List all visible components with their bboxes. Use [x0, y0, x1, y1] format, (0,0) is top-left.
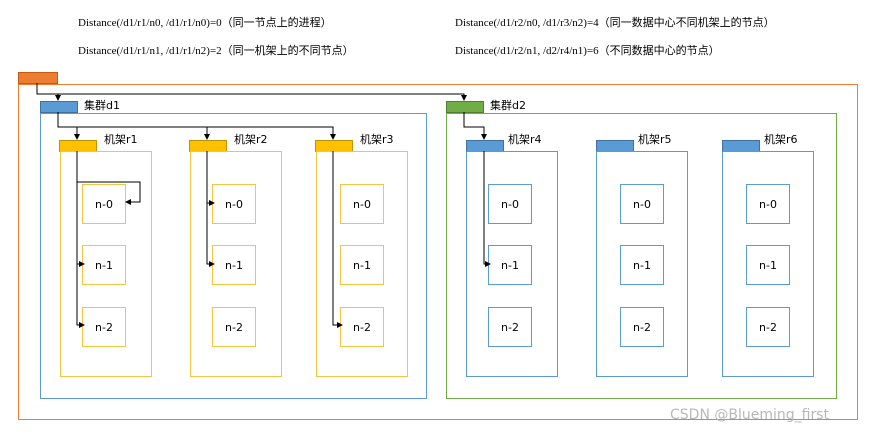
arrow-r1-to-n0 — [76, 151, 141, 205]
rack-r2-node-0: n-0 — [212, 184, 256, 224]
rack-r4 — [466, 151, 558, 377]
arrow-d1-to-r2 — [77, 126, 210, 140]
rack-r3-node-1: n-1 — [340, 245, 384, 285]
rack-r6 — [722, 151, 814, 377]
arrow-d2-to-r4 — [463, 112, 487, 140]
cluster-d1 — [40, 113, 427, 399]
distance-formula-same-rack: Distance(/d1/r1/n1, /d1/r1/n2)=2（同一机架上的不… — [78, 45, 354, 57]
rack-r4-node-1: n-1 — [488, 245, 532, 285]
arrow-r1-to-n2 — [76, 264, 85, 328]
arrow-d1-to-r1 — [57, 112, 80, 140]
rack-r3-label: 机架r3 — [360, 133, 394, 146]
cluster-d2-label: 集群d2 — [490, 99, 526, 112]
arrow-r1-to-n1 — [76, 182, 85, 267]
arrow-root-to-d1 — [36, 83, 61, 101]
distance-formula-same-datacenter: Distance(/d1/r2/n0, /d1/r3/n2)=4（同一数据中心不… — [455, 17, 775, 29]
distance-formula-same-node: Distance(/d1/r1/n0, /d1/r1/n0)=0（同一节点上的进… — [78, 17, 332, 29]
rack-r3-node-2: n-2 — [340, 307, 384, 347]
rack-r2-node-2: n-2 — [212, 307, 256, 347]
arrow-r3-to-n2 — [332, 151, 343, 328]
rack-r6-label: 机架r6 — [764, 133, 798, 146]
arrow-d1-to-r3 — [207, 126, 336, 140]
rack-r1-node-1: n-1 — [82, 245, 126, 285]
rack-r5-node-0: n-0 — [620, 184, 664, 224]
root-tab — [18, 72, 58, 84]
arrow-root-to-d2 — [37, 93, 467, 101]
cluster-d2 — [446, 113, 837, 399]
rack-r4-label: 机架r4 — [508, 133, 542, 146]
rack-r1-node-0: n-0 — [82, 184, 126, 224]
rack-r3 — [316, 151, 408, 377]
rack-r1-label: 机架r1 — [104, 133, 138, 146]
rack-r5-node-1: n-1 — [620, 245, 664, 285]
rack-r2-label: 机架r2 — [234, 133, 268, 146]
rack-r2-node-1: n-1 — [212, 245, 256, 285]
rack-r1-node-2: n-2 — [82, 307, 126, 347]
cluster-d1-label: 集群d1 — [84, 99, 120, 112]
rack-r3-node-0: n-0 — [340, 184, 384, 224]
distance-formula-different-datacenter: Distance(/d1/r2/n1, /d2/r4/n1)=6（不同数据中心的… — [455, 45, 720, 57]
rack-r6-node-1: n-1 — [746, 245, 790, 285]
rack-r4-node-0: n-0 — [488, 184, 532, 224]
arrow-r4-to-n1 — [483, 151, 491, 267]
rack-r2 — [190, 151, 282, 377]
rack-r4-node-2: n-2 — [488, 307, 532, 347]
arrow-r2-to-n0 — [206, 151, 215, 206]
cluster-d1-tab — [40, 101, 78, 113]
rack-r5 — [596, 151, 688, 377]
rack-r6-node-0: n-0 — [746, 184, 790, 224]
watermark: CSDN @Blueming_first — [670, 407, 829, 423]
rack-r5-label: 机架r5 — [638, 133, 672, 146]
rack-r6-node-2: n-2 — [746, 307, 790, 347]
cluster-d2-tab — [446, 101, 484, 113]
rack-r5-node-2: n-2 — [620, 307, 664, 347]
rack-r1 — [60, 151, 152, 377]
root-container — [18, 84, 858, 420]
arrow-r2-to-n1 — [206, 203, 215, 267]
